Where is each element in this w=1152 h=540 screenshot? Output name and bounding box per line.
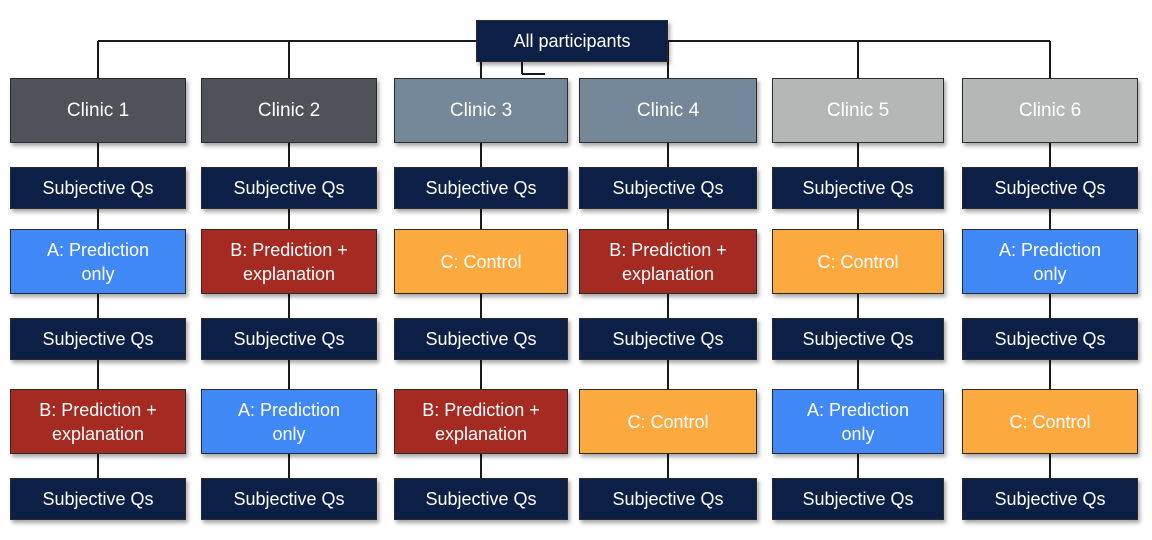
clinic-2-node: Clinic 2 xyxy=(201,78,377,143)
subjective-qs-node: Subjective Qs xyxy=(394,478,568,520)
condition-a-node: A: Prediction only xyxy=(962,229,1138,294)
subjective-qs-node: Subjective Qs xyxy=(579,318,757,360)
condition-c-node: C: Control xyxy=(962,389,1138,454)
condition-c-node: C: Control xyxy=(772,229,944,294)
condition-c-node: C: Control xyxy=(579,389,757,454)
condition-b-node: B: Prediction + explanation xyxy=(10,389,186,454)
subjective-qs-node: Subjective Qs xyxy=(772,478,944,520)
subjective-qs-node: Subjective Qs xyxy=(772,167,944,209)
clinic-3-node: Clinic 3 xyxy=(394,78,568,143)
subjective-qs-node: Subjective Qs xyxy=(579,167,757,209)
clinic-6-node: Clinic 6 xyxy=(962,78,1138,143)
subjective-qs-node: Subjective Qs xyxy=(394,167,568,209)
subjective-qs-node: Subjective Qs xyxy=(579,478,757,520)
all-participants-node: All participants xyxy=(476,20,668,62)
subjective-qs-node: Subjective Qs xyxy=(772,318,944,360)
condition-b-node: B: Prediction + explanation xyxy=(579,229,757,294)
condition-b-node: B: Prediction + explanation xyxy=(201,229,377,294)
clinic-4-node: Clinic 4 xyxy=(579,78,757,143)
subjective-qs-node: Subjective Qs xyxy=(201,318,377,360)
condition-a-node: A: Prediction only xyxy=(10,229,186,294)
subjective-qs-node: Subjective Qs xyxy=(10,478,186,520)
subjective-qs-node: Subjective Qs xyxy=(962,478,1138,520)
subjective-qs-node: Subjective Qs xyxy=(10,167,186,209)
subjective-qs-node: Subjective Qs xyxy=(201,478,377,520)
clinic-5-node: Clinic 5 xyxy=(772,78,944,143)
clinic-1-node: Clinic 1 xyxy=(10,78,186,143)
subjective-qs-node: Subjective Qs xyxy=(201,167,377,209)
condition-c-node: C: Control xyxy=(394,229,568,294)
condition-a-node: A: Prediction only xyxy=(201,389,377,454)
condition-b-node: B: Prediction + explanation xyxy=(394,389,568,454)
subjective-qs-node: Subjective Qs xyxy=(962,167,1138,209)
subjective-qs-node: Subjective Qs xyxy=(10,318,186,360)
subjective-qs-node: Subjective Qs xyxy=(394,318,568,360)
condition-a-node: A: Prediction only xyxy=(772,389,944,454)
subjective-qs-node: Subjective Qs xyxy=(962,318,1138,360)
